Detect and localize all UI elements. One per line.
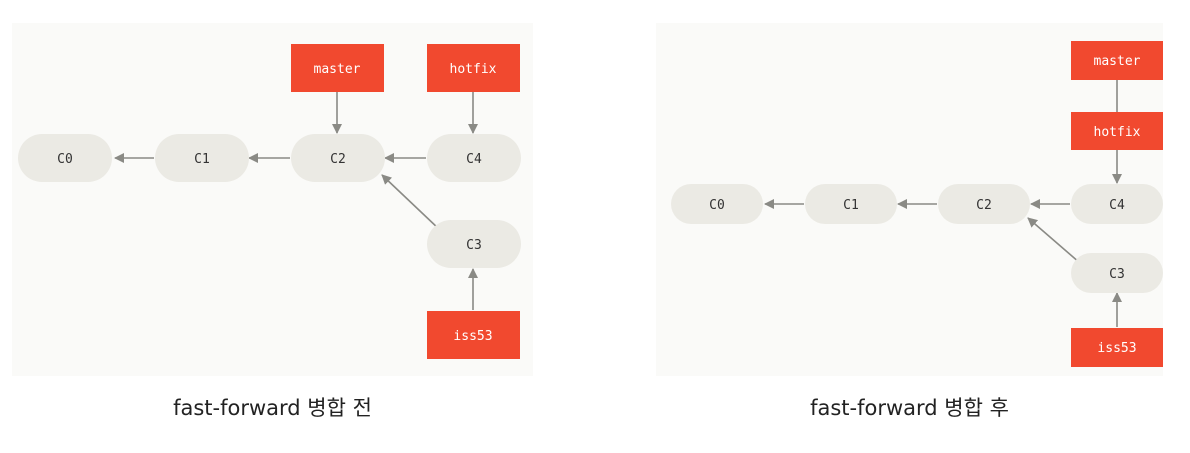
commit-c0: C0: [671, 184, 763, 224]
commit-label: C2: [330, 152, 346, 167]
commit-c0: C0: [18, 134, 112, 182]
ref-master: master: [291, 44, 384, 92]
commit-c3: C3: [1071, 253, 1163, 293]
edge-c3-c2: [1027, 217, 1081, 264]
ref-label: hotfix: [450, 62, 497, 77]
commit-label: C4: [466, 152, 482, 167]
commit-c2: C2: [938, 184, 1030, 224]
commit-c2: C2: [291, 134, 385, 182]
commit-c3: C3: [427, 220, 521, 268]
diagram-after-panel: C0 C1 C2 C4 C3 master hotfix iss5: [656, 23, 1163, 376]
ref-hotfix: hotfix: [427, 44, 520, 92]
commit-c1: C1: [805, 184, 897, 224]
ref-label: master: [1094, 54, 1141, 69]
caption-before: fast-forward 병합 전: [173, 396, 372, 420]
diagram-after-svg: C0 C1 C2 C4 C3 master hotfix iss5: [671, 41, 1163, 367]
commit-label: C0: [709, 198, 725, 213]
commit-label: C4: [1109, 198, 1125, 213]
ref-label: iss53: [1097, 341, 1136, 356]
diagram-before-panel: C0 C1 C2 C4 C3 master hotfix iss5: [12, 23, 533, 376]
commit-label: C1: [843, 198, 859, 213]
ref-label: hotfix: [1094, 125, 1141, 140]
commit-label: C3: [1109, 267, 1125, 282]
commit-c1: C1: [155, 134, 249, 182]
diagram-before-svg: C0 C1 C2 C4 C3 master hotfix iss5: [18, 44, 521, 359]
ref-iss53: iss53: [427, 311, 520, 359]
ref-label: iss53: [453, 329, 492, 344]
ref-iss53: iss53: [1071, 328, 1163, 367]
commit-label: C0: [57, 152, 73, 167]
commit-c4: C4: [1071, 184, 1163, 224]
ref-master: master: [1071, 41, 1163, 80]
commit-c4: C4: [427, 134, 521, 182]
ref-label: master: [314, 62, 361, 77]
caption-after: fast-forward 병합 후: [810, 396, 1009, 420]
commit-label: C3: [466, 238, 482, 253]
commit-label: C1: [194, 152, 210, 167]
ref-hotfix: hotfix: [1071, 112, 1163, 150]
commit-label: C2: [976, 198, 992, 213]
edge-c3-c2: [381, 174, 441, 231]
